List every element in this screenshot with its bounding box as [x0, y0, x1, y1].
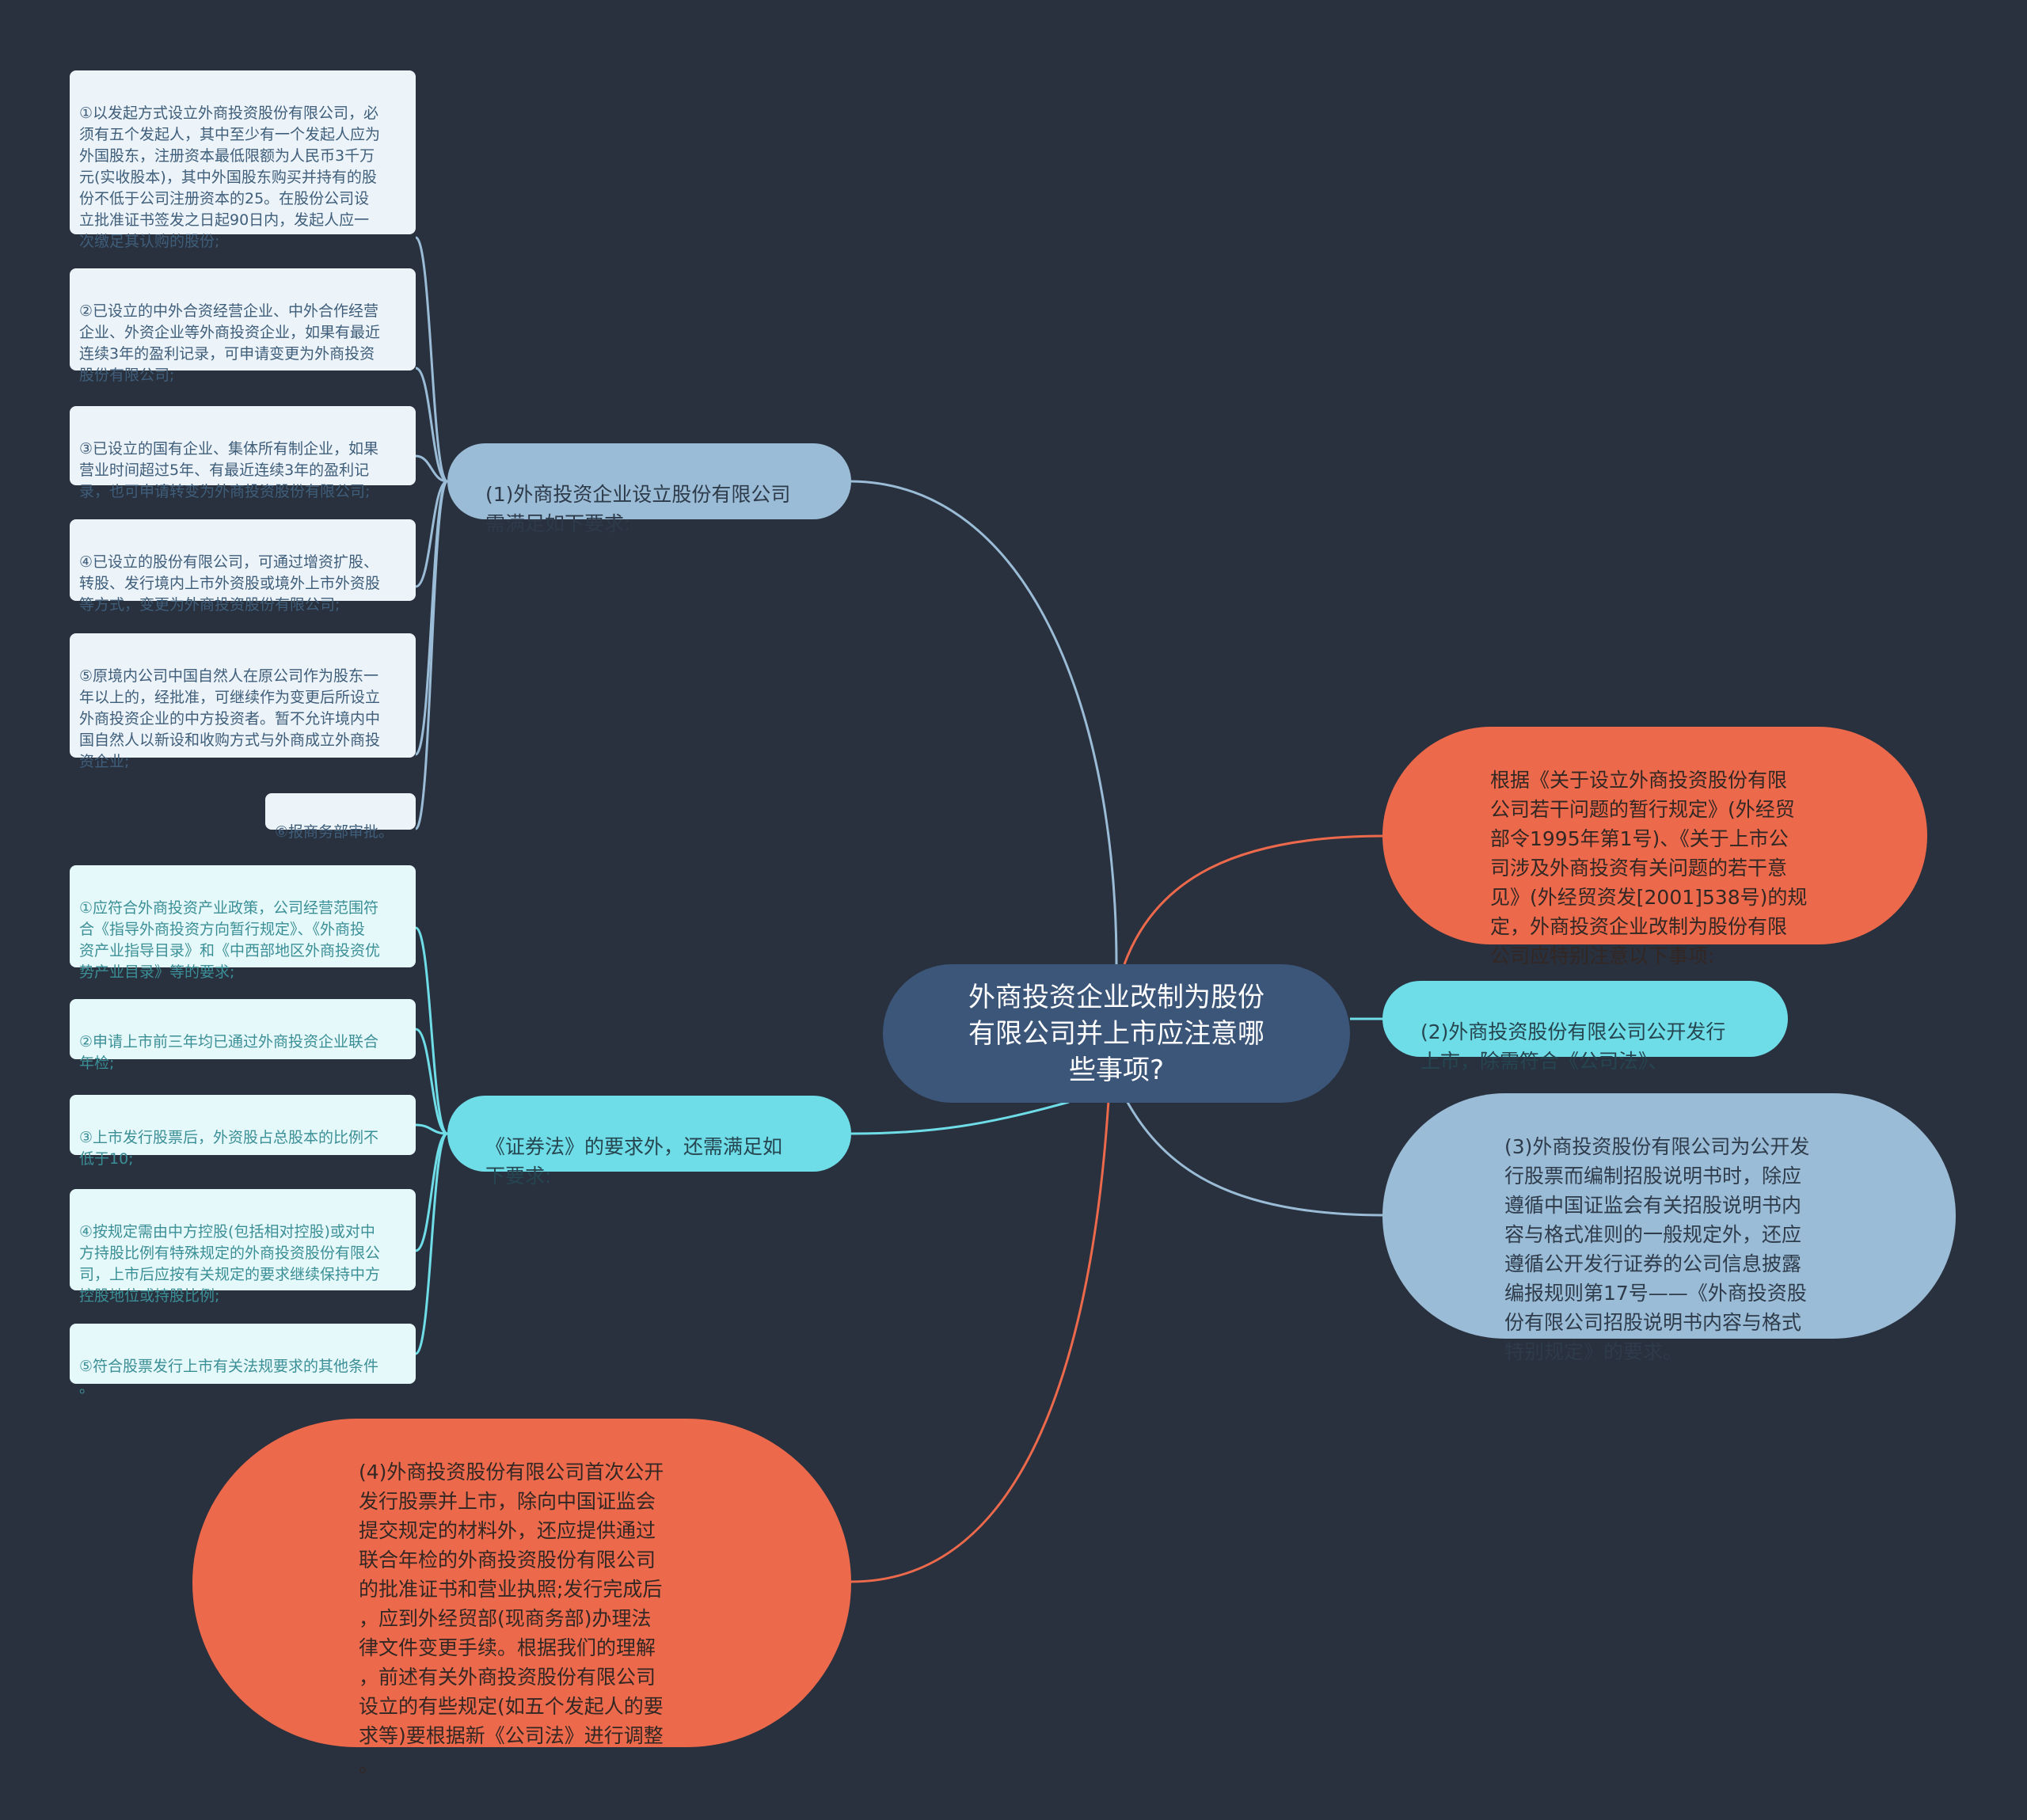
- branch-establishment-requirements-text: (1)外商投资企业设立股份有限公司 需满足如下要求:: [485, 483, 791, 535]
- leaf-establishment-2[interactable]: ②已设立的中外合资经营企业、中外合作经营 企业、外资企业等外商投资企业，如果有最…: [70, 268, 416, 384]
- link-b2-leaf2: [415, 1028, 448, 1135]
- branch-ipo-materials-text: (4)外商投资股份有限公司首次公开 发行股票并上市，除向中国证监会 提交规定的材…: [359, 1461, 664, 1776]
- leaf-listing-4[interactable]: ④按规定需由中方控股(包括相对控股)或对中 方持股比例有特殊规定的外商投资股份有…: [70, 1189, 416, 1305]
- leaf-listing-3-text: ③上市发行股票后，外资股占总股本的比例不 低于10;: [79, 1129, 379, 1168]
- leaf-establishment-4[interactable]: ④已设立的股份有限公司，可通过增资扩股、 转股、发行境内上市外资股或境外上市外资…: [70, 519, 416, 614]
- leaf-establishment-3[interactable]: ③已设立的国有企业、集体所有制企业，如果 营业时间超过5年、有最近连续3年的盈利…: [70, 406, 416, 500]
- link-b2-leaf4: [415, 1132, 448, 1252]
- branch-public-offering-text: (2)外商投资股份有限公司公开发行 上市，除需符合《公司法》、: [1420, 1020, 1726, 1073]
- leaf-listing-3[interactable]: ③上市发行股票后，外资股占总股本的比例不 低于10;: [70, 1095, 416, 1168]
- leaf-establishment-5-text: ⑤原境内公司中国自然人在原公司作为股东一 年以上的，经批准，可继续作为变更后所设…: [79, 667, 381, 770]
- leaf-establishment-1-text: ①以发起方式设立外商投资股份有限公司，必 须有五个发起人，其中至少有一个发起人应…: [79, 104, 381, 250]
- link-b1-leaf5: [414, 480, 449, 756]
- branch-securities-law-requirements[interactable]: 《证券法》的要求外，还需满足如 下要求:: [447, 1096, 851, 1187]
- link-b1-leaf4: [415, 480, 448, 588]
- leaf-establishment-6[interactable]: ⑥报商务部审批。: [265, 793, 416, 841]
- link-b1-leaf1: [414, 236, 449, 483]
- branch-prospectus-text: (3)外商投资股份有限公司为公开发 行股票而编制招股说明书时，除应 遵循中国证监…: [1504, 1135, 1810, 1363]
- leaf-listing-2[interactable]: ②申请上市前三年均已通过外商投资企业联合 年检;: [70, 999, 416, 1072]
- link-b1-leaf2: [415, 367, 448, 483]
- link-b2-leaf1: [415, 926, 448, 1135]
- branch-prospectus[interactable]: (3)外商投资股份有限公司为公开发 行股票而编制招股说明书时，除应 遵循中国证监…: [1382, 1093, 1956, 1363]
- branch-ipo-materials[interactable]: (4)外商投资股份有限公司首次公开 发行股票并上市，除向中国证监会 提交规定的材…: [192, 1419, 851, 1776]
- leaf-listing-5-text: ⑤符合股票发行上市有关法规要求的其他条件 。: [79, 1358, 379, 1396]
- branch-establishment-requirements[interactable]: (1)外商投资企业设立股份有限公司 需满足如下要求:: [447, 443, 851, 535]
- leaf-establishment-2-text: ②已设立的中外合资经营企业、中外合作经营 企业、外资企业等外商投资企业，如果有最…: [79, 302, 381, 384]
- leaf-listing-1[interactable]: ①应符合外商投资产业政策，公司经营范围符 合《指导外商投资方向暂行规定》、《外商…: [70, 865, 416, 981]
- leaf-establishment-6-text: ⑥报商务部审批。: [275, 823, 394, 841]
- link-root-b2: [850, 1100, 1070, 1135]
- branch-regulation-basis[interactable]: 根据《关于设立外商投资股份有限 公司若干问题的暂行规定》(外经贸 部令1995年…: [1382, 727, 1927, 967]
- root-topic[interactable]: 外商投资企业改制为股份 有限公司并上市应注意哪 些事项?: [883, 964, 1350, 1103]
- branch-regulation-basis-text: 根据《关于设立外商投资股份有限 公司若干问题的暂行规定》(外经贸 部令1995年…: [1490, 769, 1808, 967]
- link-root-b4: [1123, 834, 1385, 965]
- branch-securities-law-requirements-text: 《证券法》的要求外，还需满足如 下要求:: [485, 1135, 783, 1187]
- leaf-establishment-5[interactable]: ⑤原境内公司中国自然人在原公司作为股东一 年以上的，经批准，可继续作为变更后所设…: [70, 633, 416, 770]
- root-topic-text: 外商投资企业改制为股份 有限公司并上市应注意哪 些事项?: [968, 981, 1264, 1086]
- link-b1-leaf6: [414, 480, 449, 830]
- link-b1-leaf3: [415, 454, 448, 483]
- link-root-b1: [850, 480, 1118, 965]
- leaf-listing-4-text: ④按规定需由中方控股(包括相对控股)或对中 方持股比例有特殊规定的外商投资股份有…: [79, 1223, 381, 1305]
- link-root-b6: [1123, 1096, 1385, 1217]
- leaf-establishment-4-text: ④已设立的股份有限公司，可通过增资扩股、 转股、发行境内上市外资股或境外上市外资…: [79, 553, 381, 614]
- leaf-listing-2-text: ②申请上市前三年均已通过外商投资企业联合 年检;: [79, 1033, 379, 1072]
- leaf-listing-5[interactable]: ⑤符合股票发行上市有关法规要求的其他条件 。: [70, 1324, 416, 1396]
- link-root-b3: [850, 1100, 1110, 1583]
- leaf-establishment-1[interactable]: ①以发起方式设立外商投资股份有限公司，必 须有五个发起人，其中至少有一个发起人应…: [70, 70, 416, 250]
- link-b2-leaf5: [414, 1132, 449, 1355]
- branch-public-offering[interactable]: (2)外商投资股份有限公司公开发行 上市，除需符合《公司法》、: [1382, 981, 1788, 1073]
- leaf-listing-1-text: ①应符合外商投资产业政策，公司经营范围符 合《指导外商投资方向暂行规定》、《外商…: [79, 899, 381, 981]
- link-b2-leaf3: [415, 1123, 448, 1135]
- leaf-establishment-3-text: ③已设立的国有企业、集体所有制企业，如果 营业时间超过5年、有最近连续3年的盈利…: [79, 440, 379, 500]
